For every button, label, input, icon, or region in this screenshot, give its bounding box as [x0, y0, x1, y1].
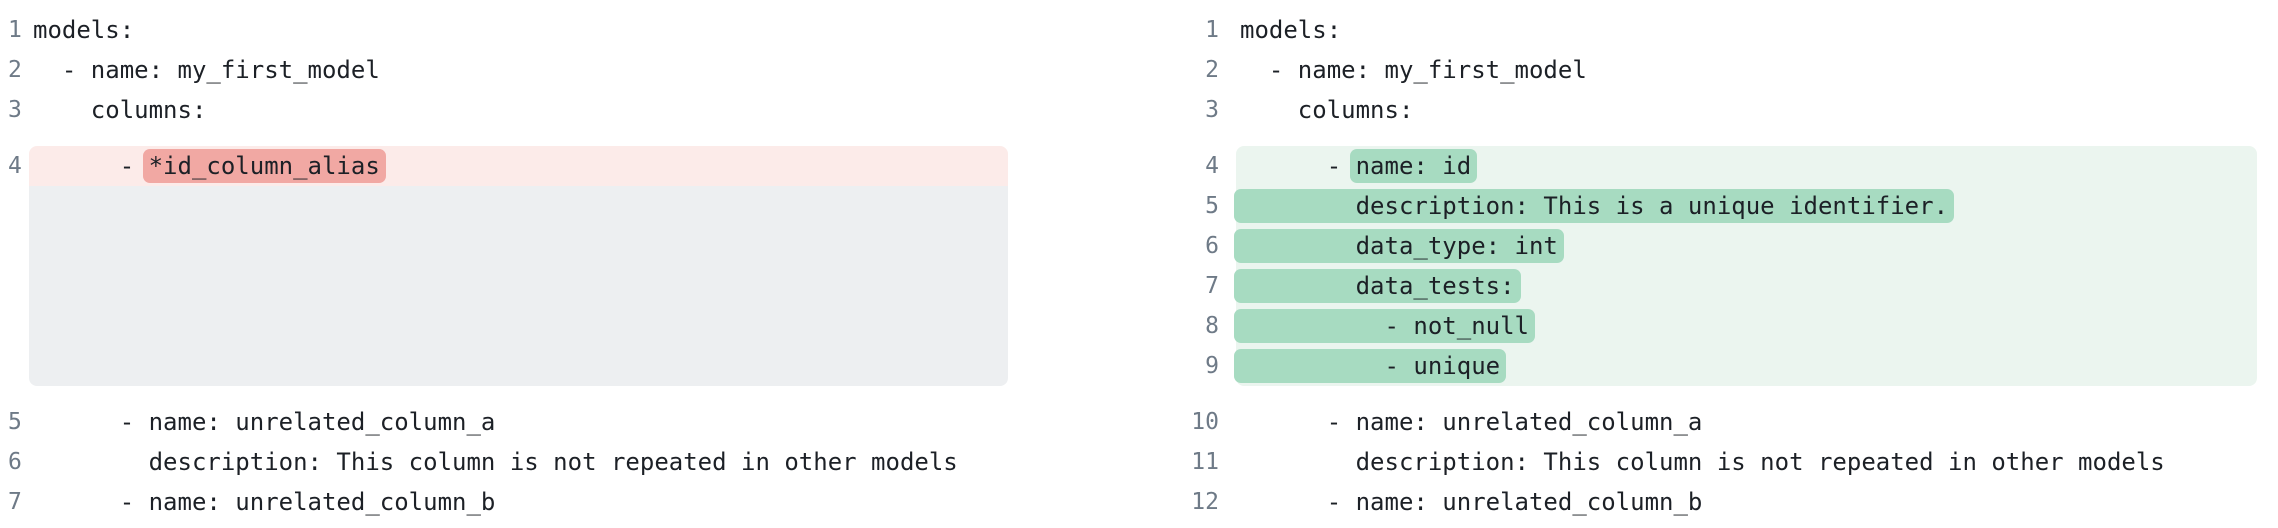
- removed-code-line: 4 - *id_column_alias: [8, 146, 1008, 186]
- added-change-block: 4 - name: id 5 description: This is a un…: [1186, 146, 2257, 386]
- added-code-line: 8 - not_null: [1186, 306, 2257, 346]
- code-text: columns:: [33, 96, 207, 124]
- code-text: - name: my_first_model: [33, 56, 380, 84]
- code-line: 11 description: This column is not repea…: [1186, 442, 2257, 482]
- added-code-line: 5 description: This is a unique identifi…: [1186, 186, 2257, 226]
- code-text: description: This is a unique identifier…: [1234, 186, 2257, 226]
- code-line: 1 models:: [1186, 10, 2257, 50]
- added-word-highlight: data_type: int: [1234, 229, 1564, 263]
- removed-word-highlight: *id_column_alias: [142, 149, 386, 183]
- code-line: 10 - name: unrelated_column_a: [1186, 402, 2257, 442]
- line-number: 2: [8, 57, 22, 83]
- line-number: 7: [1205, 273, 1219, 299]
- code-text: - name: unrelated_column_b: [33, 488, 496, 516]
- line-number: 5: [1205, 193, 1219, 219]
- code-text: description: This column is not repeated…: [33, 448, 958, 476]
- line-number: 5: [8, 409, 22, 435]
- code-text: - unique: [1234, 346, 2257, 386]
- line-number: 11: [1191, 449, 1219, 475]
- code-text: description: This column is not repeated…: [1240, 448, 2165, 476]
- code-line: 2 - name: my_first_model: [1186, 50, 2257, 90]
- code-unchanged-prefix: -: [1240, 152, 1356, 180]
- code-line: 7 - name: unrelated_column_b: [8, 482, 1008, 522]
- line-number: 8: [1205, 313, 1219, 339]
- diff-pane-before: 1 models: 2 - name: my_first_model 3 col…: [8, 10, 1008, 522]
- added-word-highlight: name: id: [1349, 149, 1478, 183]
- code-text: models:: [1240, 16, 1342, 44]
- line-number: 6: [1205, 233, 1219, 259]
- code-line: 12 - name: unrelated_column_b: [1186, 482, 2257, 522]
- code-text: models:: [33, 16, 135, 44]
- line-number: 2: [1205, 57, 1219, 83]
- line-number: 12: [1191, 489, 1219, 515]
- added-word-highlight: data_tests:: [1234, 269, 1521, 303]
- code-text: - name: unrelated_column_b: [1240, 488, 1703, 516]
- code-text: columns:: [1240, 96, 1414, 124]
- added-code-line: 7 data_tests:: [1186, 266, 2257, 306]
- line-number: 7: [8, 489, 22, 515]
- added-word-highlight: description: This is a unique identifier…: [1234, 189, 1955, 223]
- added-code-line: 6 data_type: int: [1186, 226, 2257, 266]
- code-line: 5 - name: unrelated_column_a: [8, 402, 1008, 442]
- code-line: 1 models:: [8, 10, 1008, 50]
- line-number-empty: [8, 186, 21, 386]
- collapsed-region-placeholder: [29, 186, 1008, 386]
- removed-change-block: 4 - *id_column_alias: [8, 146, 1008, 386]
- code-text: - name: id: [1236, 146, 2257, 186]
- code-line: 6 description: This column is not repeat…: [8, 442, 1008, 482]
- code-text: - *id_column_alias: [29, 146, 1008, 186]
- added-word-highlight: - unique: [1234, 349, 1507, 383]
- line-number: 1: [1205, 17, 1219, 43]
- code-unchanged-prefix: -: [33, 152, 149, 180]
- added-word-highlight: - not_null: [1234, 309, 1535, 343]
- diff-pane-after: 1 models: 2 - name: my_first_model 3 col…: [1186, 10, 2257, 522]
- code-text: data_type: int: [1234, 226, 2257, 266]
- line-number: 10: [1191, 409, 1219, 435]
- code-text: - name: unrelated_column_a: [33, 408, 496, 436]
- line-number: 3: [1205, 97, 1219, 123]
- code-line: 3 columns:: [1186, 90, 2257, 130]
- line-number: 3: [8, 97, 22, 123]
- line-number: 9: [1205, 353, 1219, 379]
- code-text: data_tests:: [1234, 266, 2257, 306]
- added-code-line: 4 - name: id: [1186, 146, 2257, 186]
- code-line: 3 columns:: [8, 90, 1008, 130]
- code-line: 2 - name: my_first_model: [8, 50, 1008, 90]
- line-number: 4: [1205, 153, 1219, 179]
- added-code-line: 9 - unique: [1186, 346, 2257, 386]
- line-number: 6: [8, 449, 22, 475]
- collapsed-region-row: [8, 186, 1008, 386]
- code-text: - name: my_first_model: [1240, 56, 1587, 84]
- code-text: - not_null: [1234, 306, 2257, 346]
- line-number: 1: [8, 17, 22, 43]
- code-text: - name: unrelated_column_a: [1240, 408, 1703, 436]
- line-number: 4: [8, 153, 22, 179]
